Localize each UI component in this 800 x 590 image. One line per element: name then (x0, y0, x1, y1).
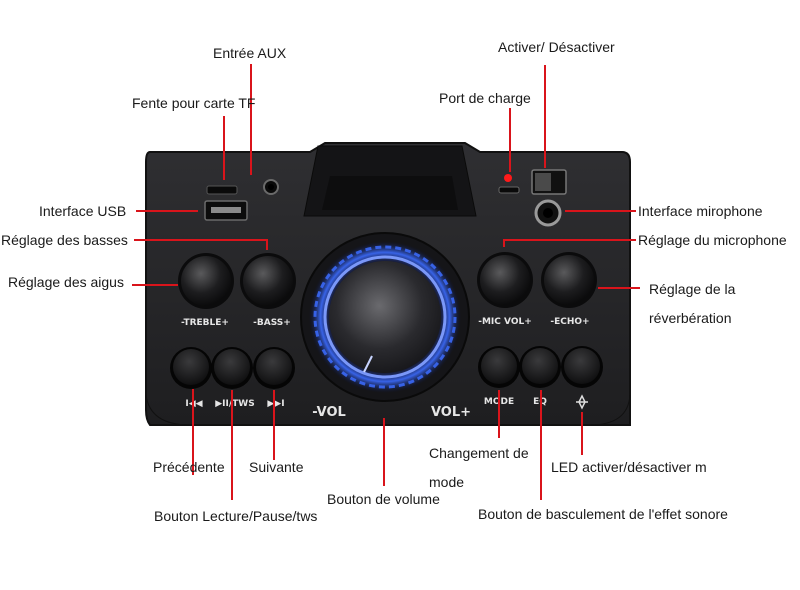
mode-button[interactable] (478, 346, 520, 388)
leader-lines (132, 64, 640, 500)
leader-bass (134, 239, 268, 250)
treble-knob[interactable] (178, 253, 234, 309)
bass-label: -BASS+ (253, 318, 291, 328)
bass-adjust-label: Réglage des basses (1, 232, 128, 248)
led-button[interactable] (561, 346, 603, 388)
prev-icon: I◀◀ (185, 399, 202, 409)
charge-port-label: Port de charge (439, 90, 531, 106)
power-switch-slider (535, 173, 551, 191)
eq-button[interactable] (519, 346, 561, 388)
treble-label: -TREBLE+ (181, 318, 229, 328)
mic-adjust-label: Réglage du microphone (638, 232, 787, 248)
tf-slot-label: Fente pour carte TF (132, 95, 256, 111)
echo-label: -ECHO+ (550, 317, 589, 327)
aux-jack-hole (268, 184, 274, 190)
tf-card-slot[interactable] (206, 185, 238, 195)
charge-led (504, 174, 512, 182)
volume-knob-label: Bouton de volume (327, 491, 440, 507)
mic-interface-label: Interface mirophone (638, 203, 763, 219)
next-label: Suivante (249, 459, 304, 475)
tws-label: ▶II/TWS (215, 399, 254, 409)
usb-port-tongue (211, 207, 241, 213)
previous-label: Précédente (153, 459, 225, 475)
eq-toggle-label: Bouton de basculement de l'effet sonore (478, 506, 728, 522)
reverb-label-line1: Réglage de la (649, 281, 736, 297)
bass-knob[interactable] (240, 253, 296, 309)
aux-input-label: Entrée AUX (213, 45, 287, 61)
leader-mic-adjust (503, 239, 636, 247)
next-button[interactable] (253, 347, 295, 389)
play-pause-label: Bouton Lecture/Pause/tws (154, 508, 318, 524)
mode-label-line2: mode (429, 474, 465, 490)
charge-port[interactable] (498, 186, 520, 194)
previous-button[interactable] (170, 347, 212, 389)
mode-label-line1: Changement de (429, 445, 529, 461)
echo-knob[interactable] (541, 252, 597, 308)
mic-jack-hole (543, 208, 553, 218)
display-inner (322, 176, 458, 210)
reverb-label-line2: réverbération (649, 310, 732, 326)
on-off-label: Activer/ Désactiver (498, 39, 615, 55)
panel-bottom-curve (145, 394, 631, 426)
led-light-icon (576, 394, 588, 410)
mic-vol-label: -MIC VOL+ (478, 317, 532, 327)
vol-plus-label: VOL+ (431, 405, 471, 420)
led-toggle-label: LED activer/désactiver m (551, 459, 707, 475)
mic-volume-knob[interactable] (477, 252, 533, 308)
vol-minus-label: -VOL (312, 405, 346, 420)
play-pause-button[interactable] (211, 347, 253, 389)
next-icon: ▶▶I (267, 399, 284, 409)
treble-adjust-label: Réglage des aigus (8, 274, 124, 290)
usb-label: Interface USB (39, 203, 127, 219)
volume-knob[interactable] (300, 232, 470, 402)
